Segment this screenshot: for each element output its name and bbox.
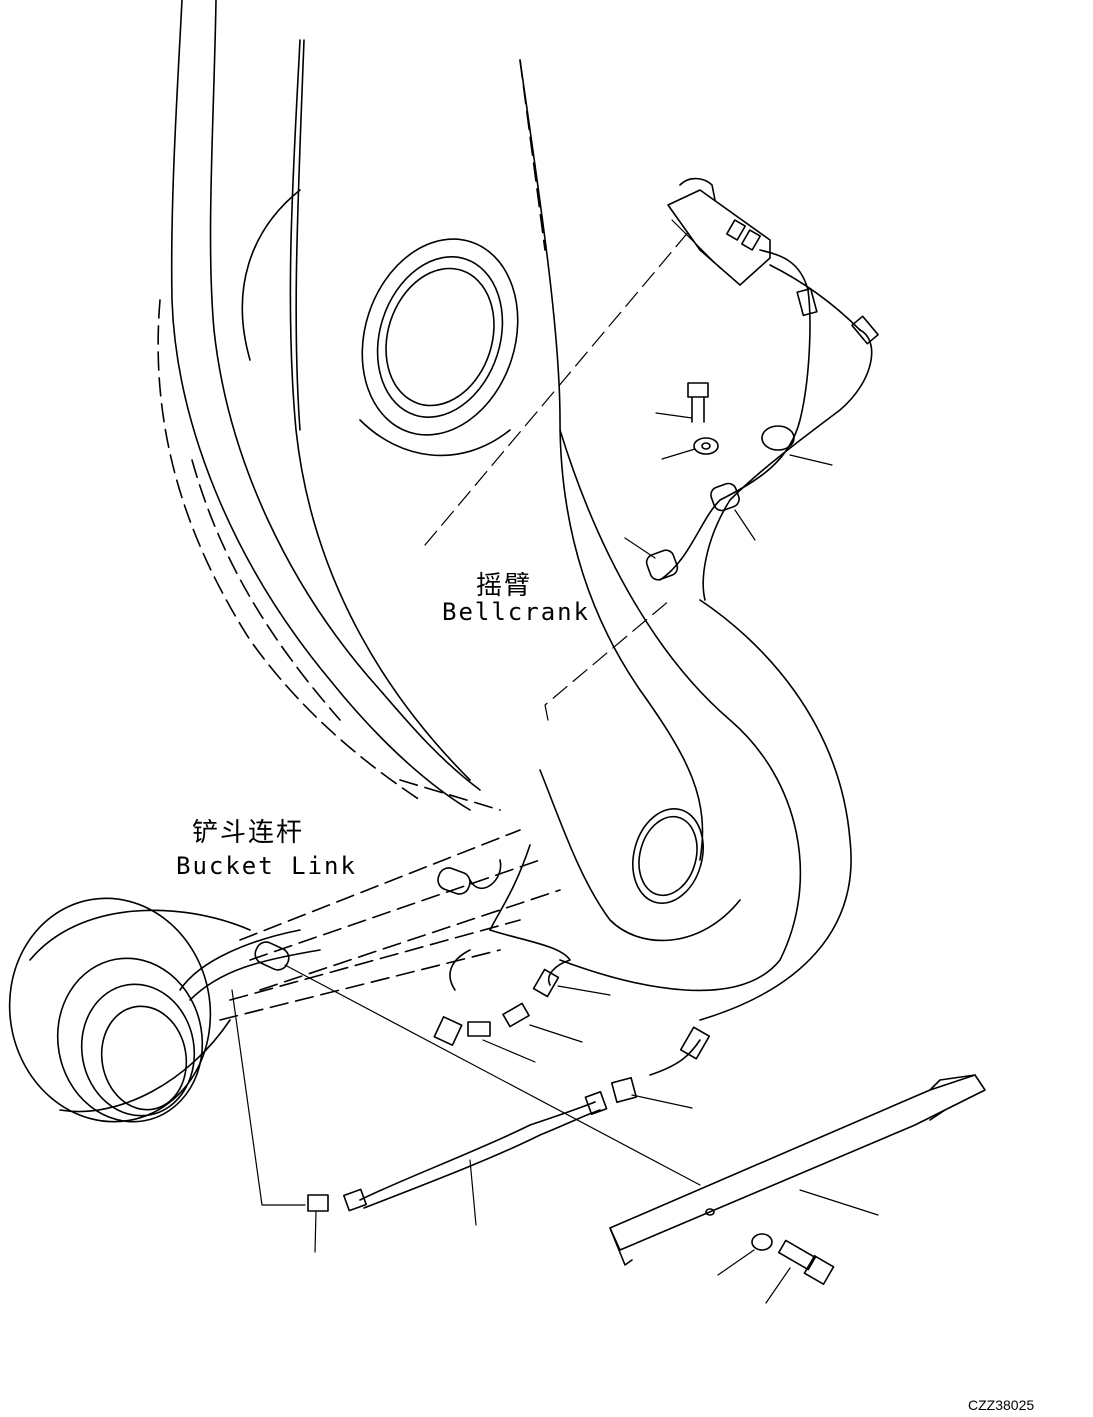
elbow-fitting-icon (433, 968, 711, 1109)
bucket-link-label-zh: 铲斗连杆 (192, 818, 305, 848)
bucket-link-outline (8, 779, 561, 1123)
spacer-icon (254, 867, 701, 1186)
clamp-icon (624, 482, 756, 581)
bellcrank-label-zh: 摇臂 (476, 571, 533, 601)
cover-plate-icon (609, 1074, 986, 1266)
bucket-link-label-en: Bucket Link (176, 852, 357, 880)
drawing-code: CZZ38025 (968, 1397, 1035, 1413)
grease-block-icon (667, 177, 861, 331)
pipe-icon (231, 989, 608, 1253)
washer-icon (661, 437, 719, 460)
bellcrank-outline (157, 0, 852, 1021)
bolt-icon (765, 1239, 835, 1304)
bolt-icon (655, 382, 709, 423)
pipe-icon (449, 844, 701, 1076)
bellcrank-label-en: Bellcrank (442, 598, 591, 626)
grease-hoses (659, 287, 879, 601)
clamp-icon (761, 425, 795, 451)
washer-icon (717, 1233, 773, 1276)
